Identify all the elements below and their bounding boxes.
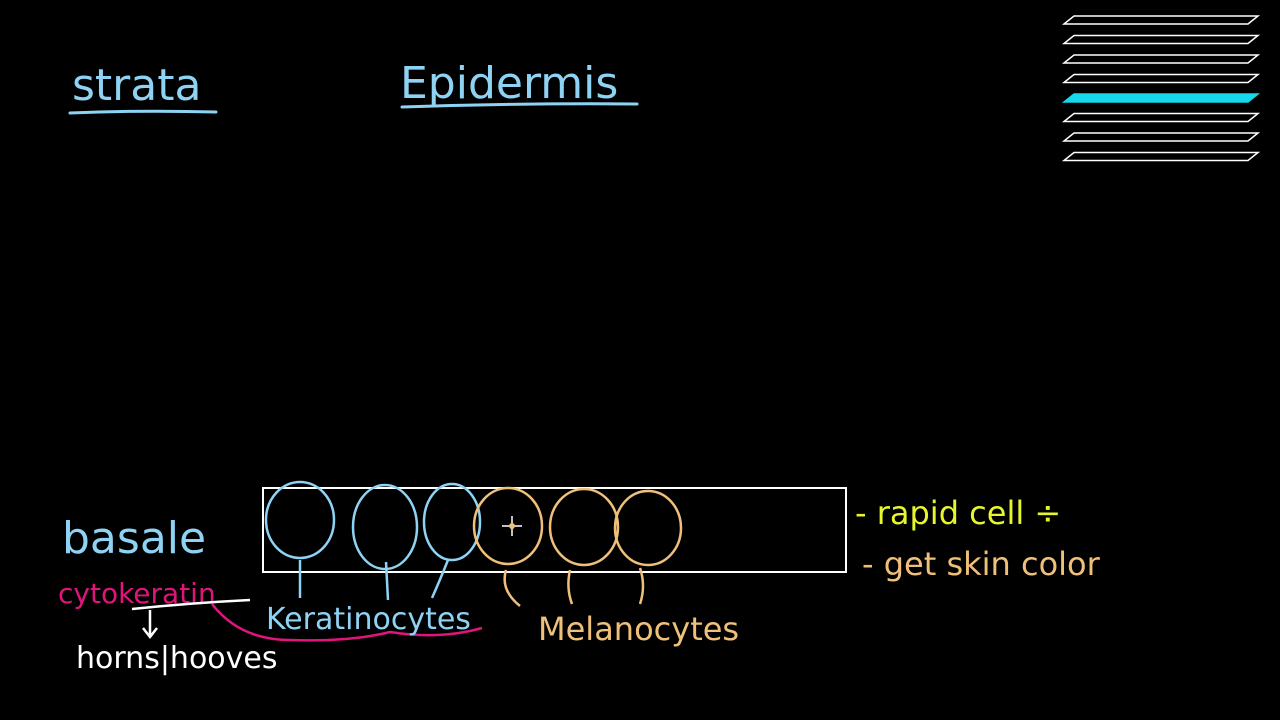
layer-slice	[1061, 54, 1261, 64]
cursor-crosshair-icon	[502, 516, 522, 536]
melanocyte-cell	[472, 486, 544, 566]
melanocyte-cell	[548, 487, 620, 567]
layer-slice-highlighted	[1061, 93, 1261, 103]
keratinocyte-pointer	[384, 561, 390, 601]
cytokeratin-connector	[211, 603, 483, 642]
layer-slice	[1061, 112, 1261, 123]
note-skin-color: - get skin color	[862, 545, 1101, 583]
label-melanocytes: Melanocytes	[538, 610, 739, 648]
layer-slice	[1061, 132, 1261, 142]
melanocyte-pointer	[638, 567, 645, 605]
layer-label-basale: basale	[62, 513, 206, 564]
keratinocyte-cell	[351, 483, 419, 571]
heading-strata: strata	[72, 60, 201, 111]
melanocyte-pointer	[567, 569, 574, 605]
keratinocyte-cells	[264, 480, 482, 601]
heading-strata-underline	[68, 109, 218, 115]
melanocyte-cells	[472, 486, 683, 607]
heading-epidermis: Epidermis	[400, 58, 618, 109]
layer-slice	[1061, 73, 1261, 84]
heading-epidermis-underline	[400, 102, 639, 109]
cytokeratin-underline	[131, 598, 251, 611]
keratinocyte-cell	[264, 480, 336, 560]
melanocyte-cell	[613, 489, 683, 567]
keratinocyte-pointer	[430, 559, 450, 599]
label-keratinocytes: Keratinocytes	[266, 602, 471, 637]
layer-slice	[1061, 15, 1261, 25]
note-rapid-cell-division: - rapid cell ÷	[855, 494, 1061, 532]
keratinocyte-cell	[422, 482, 482, 562]
layer-slice	[1061, 151, 1261, 162]
layers-stack-icon	[1061, 15, 1261, 162]
protein-result: horns|hooves	[76, 641, 278, 676]
basal-layer-box	[262, 487, 847, 573]
melanocyte-pointer	[503, 569, 521, 607]
layer-slice	[1061, 34, 1261, 45]
protein-cytokeratin: cytokeratin	[58, 577, 216, 610]
down-arrow	[142, 610, 158, 640]
